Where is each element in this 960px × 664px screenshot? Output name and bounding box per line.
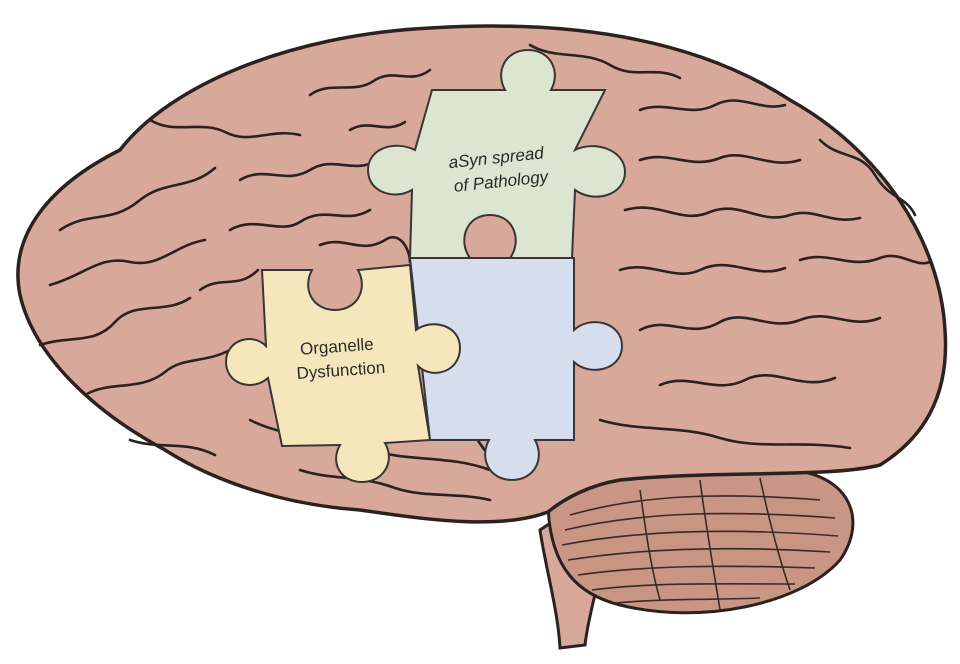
puzzle-piece-yellow (224, 263, 462, 484)
puzzle-piece-blue (408, 257, 624, 482)
cerebellum-folia (561, 477, 839, 611)
puzzle-piece-green (366, 48, 627, 259)
